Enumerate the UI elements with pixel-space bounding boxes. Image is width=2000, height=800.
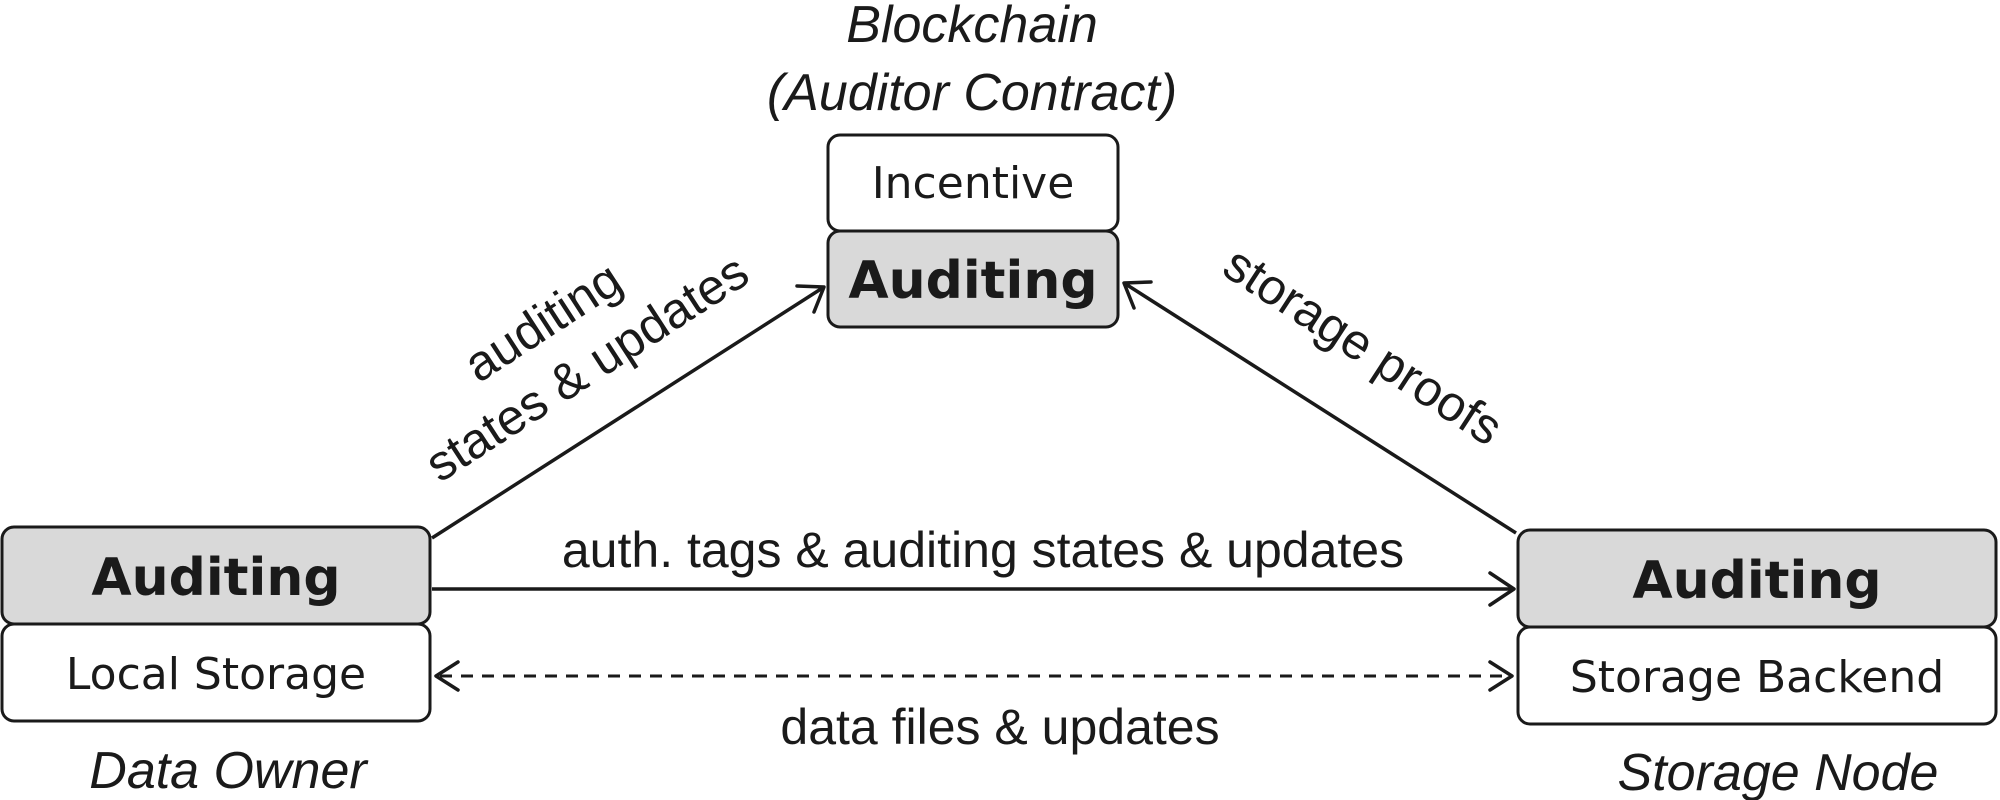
data-owner-node: Auditing Local Storage	[0, 525, 432, 723]
owner-to-storage-arrowhead	[1488, 571, 1516, 607]
edge-owner-to-storage: auth. tags & auditing states & updates	[432, 522, 1516, 607]
owner-to-chain-arrowhead	[795, 284, 826, 314]
edge-storage-to-chain: storage proofs	[1122, 235, 1517, 535]
data-exchange-right-arrowhead	[1488, 660, 1514, 692]
storage-to-chain-line	[1123, 281, 1517, 535]
data-exchange-label: data files & updates	[780, 699, 1219, 755]
owner-to-storage-label: auth. tags & auditing states & updates	[562, 522, 1404, 578]
edge-owner-to-chain: auditing states & updates	[415, 243, 826, 540]
incentive-label: Incentive	[872, 158, 1075, 209]
storage-backend-box	[1516, 625, 1998, 726]
blockchain-auditing-box	[826, 229, 1120, 329]
storage-to-chain-label: storage proofs	[1214, 235, 1513, 456]
owner-auditing-label: Auditing	[91, 548, 340, 608]
storage-backend-label: Storage Backend	[1570, 652, 1944, 703]
data-owner-caption: Data Owner	[89, 742, 369, 800]
data-exchange-left-arrowhead	[434, 660, 460, 692]
local-storage-box	[0, 622, 432, 723]
storage-to-chain-arrowhead	[1122, 280, 1153, 310]
storage-auditing-label: Auditing	[1632, 551, 1881, 611]
blockchain-node: Incentive Auditing	[826, 133, 1120, 329]
local-storage-label: Local Storage	[66, 649, 366, 700]
storage-node: Auditing Storage Backend	[1516, 528, 1998, 726]
blockchain-title: Blockchain	[846, 0, 1097, 54]
owner-to-chain-line	[431, 285, 825, 540]
blockchain-auditing-label: Auditing	[848, 251, 1097, 311]
storage-node-caption: Storage Node	[1618, 744, 1939, 800]
edge-data-exchange: data files & updates	[434, 660, 1514, 755]
blockchain-subtitle: (Auditor Contract)	[767, 64, 1177, 122]
